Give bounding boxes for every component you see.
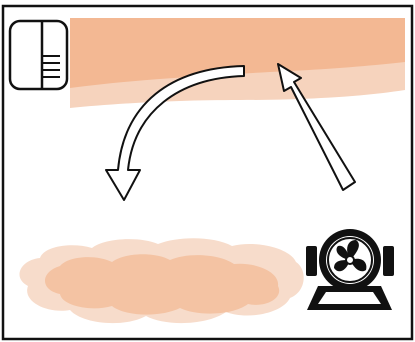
upward-arrow: [277, 63, 356, 191]
room-frame: [1, 4, 414, 341]
downward-curved-arrow: [105, 65, 245, 201]
warm-air-layer-dark: [70, 18, 405, 88]
warm-air-layer: [70, 18, 405, 108]
cool-air-cloud: [19, 238, 304, 324]
cool-air-cloud-dark: [45, 254, 280, 315]
wall-heater-icon: [8, 19, 69, 91]
fan-icon: [306, 229, 394, 310]
